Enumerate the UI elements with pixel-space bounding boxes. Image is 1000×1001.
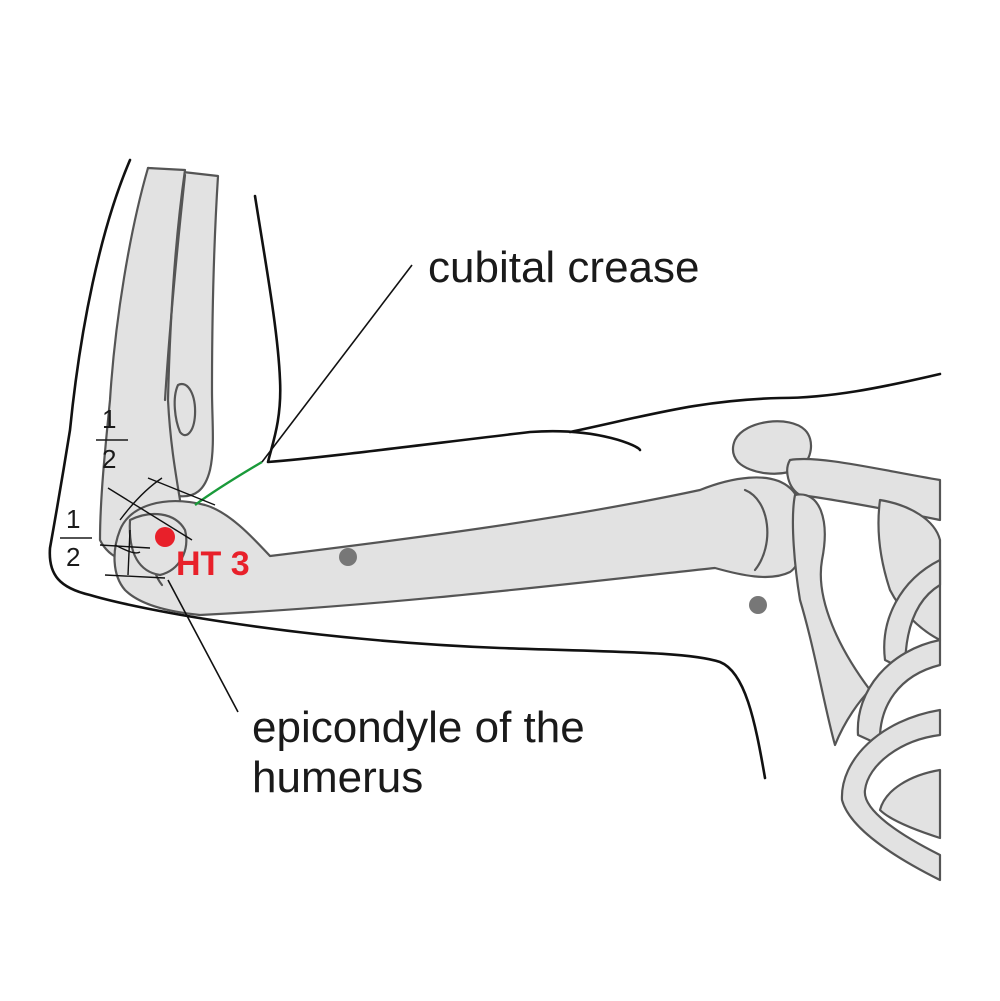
cubital-crease-line [194, 460, 263, 506]
arm-outline [48, 158, 942, 780]
epicondyle-leader [167, 579, 239, 713]
ht3-point [155, 527, 175, 547]
ht3-label: HT 3 [176, 545, 250, 583]
shoulder-bones [731, 420, 942, 747]
fraction-left: 1 2 [60, 504, 92, 572]
cubital-crease-label: cubital crease [428, 243, 699, 292]
fraction-top-denominator: 2 [102, 444, 116, 474]
measurement-marks [99, 477, 216, 579]
fraction-top: 1 2 [96, 404, 128, 474]
fraction-left-numerator: 1 [66, 504, 80, 534]
ribs [840, 558, 942, 882]
epicondyle-label-line2: humerus [252, 753, 423, 802]
fraction-top-numerator: 1 [102, 404, 116, 434]
acupoint-marker-arm [339, 548, 357, 566]
cubital-crease-leader [261, 264, 413, 463]
epicondyle-label-line1: epicondyle of the [252, 703, 585, 752]
fraction-left-denominator: 2 [66, 542, 80, 572]
forearm-bones [98, 166, 220, 563]
acupoint-marker-shoulder [749, 596, 767, 614]
